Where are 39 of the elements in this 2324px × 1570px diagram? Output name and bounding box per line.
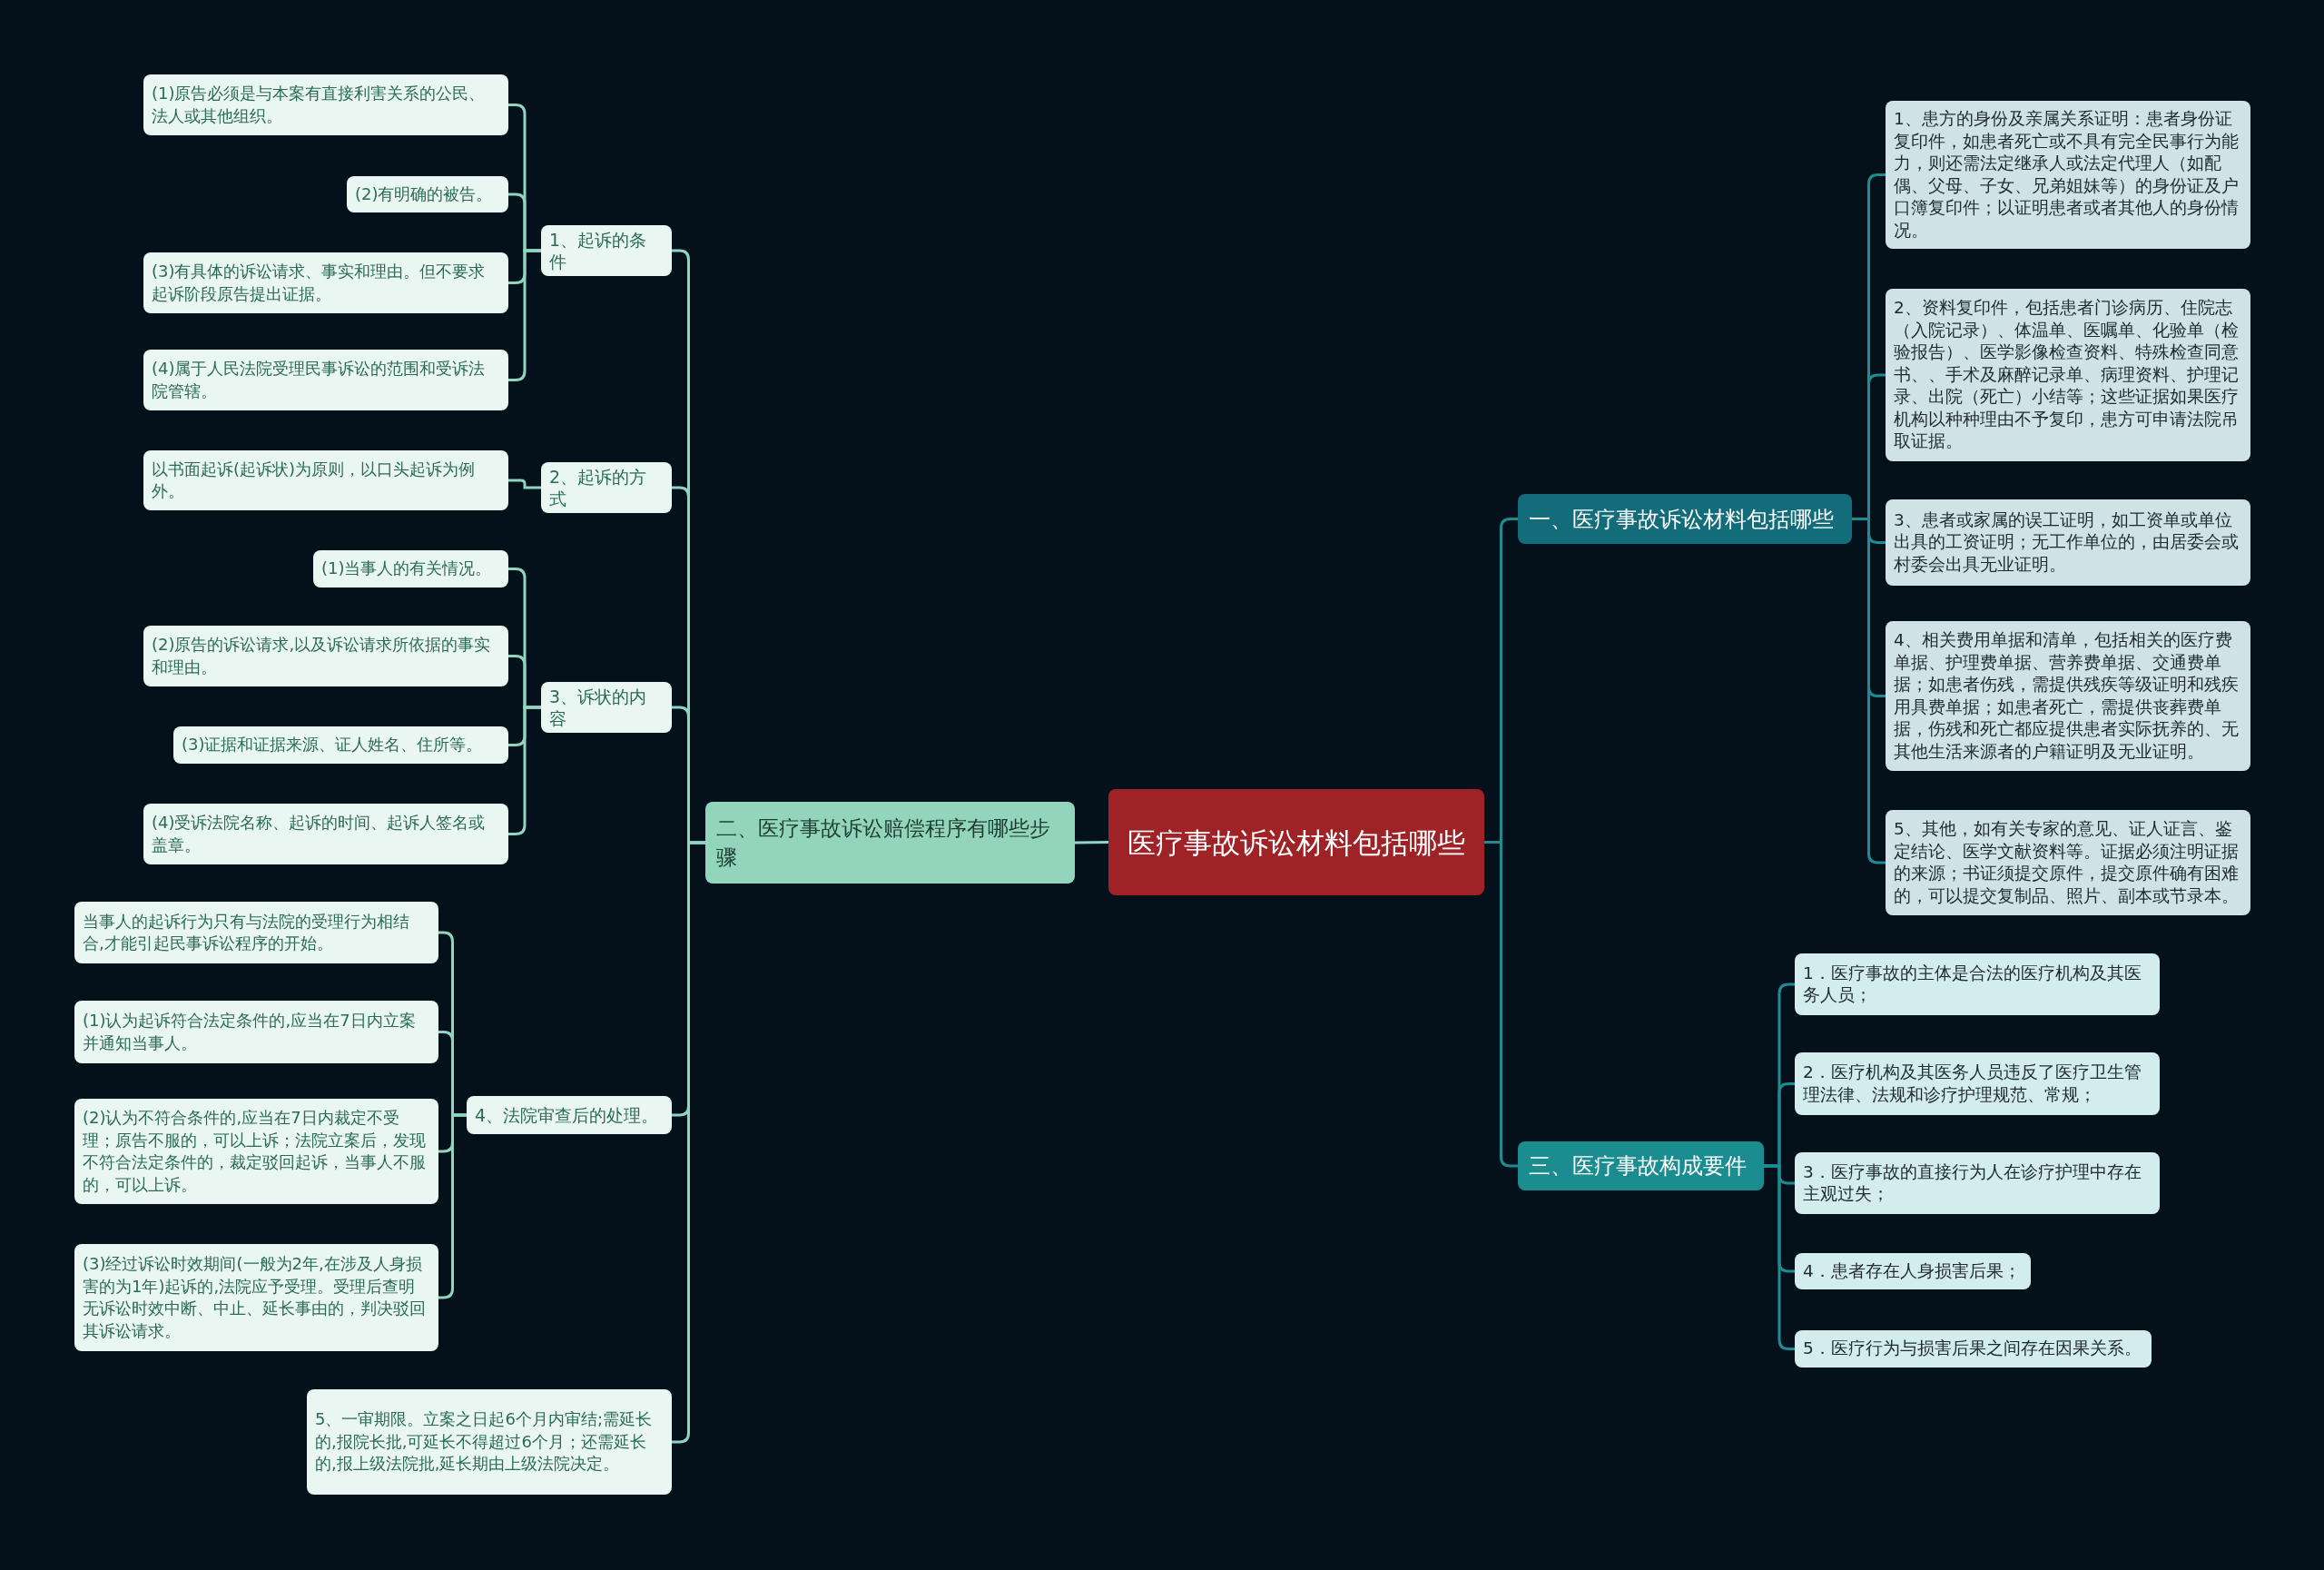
branch-topic: 一、医疗事故诉讼材料包括哪些 bbox=[1518, 494, 1852, 544]
detail-box: 3、患者或家属的误工证明，如工资单或单位出具的工资证明；无工作单位的，由居委会或村委会出具无业证明。 bbox=[1886, 499, 2250, 586]
detail-box: 5、其他，如有关专家的意见、证人证言、鉴定结论、医学文献资料等。证据必须注明证据的来源；书证须提交原件，提交原件确有困难的，可以提交复制品、照片、副本或节录本。 bbox=[1886, 810, 2250, 915]
detail-box: 1．医疗事故的主体是合法的医疗机构及其医务人员； bbox=[1795, 953, 2160, 1015]
detail-box: 3．医疗事故的直接行为人在诊疗护理中存在主观过失； bbox=[1795, 1152, 2160, 1214]
detail-box: (2)有明确的被告。 bbox=[347, 176, 508, 212]
detail-box: 1、患方的身份及亲属关系证明：患者身份证复印件，如患者死亡或不具有完全民事行为能力，则还需法定继承人或法定代理人（如配偶、父母、子女、兄弟姐妹等）的身份证及户口簿复印件；以证明患者或者其他人的身份情况。 bbox=[1886, 101, 2250, 249]
connector-line bbox=[508, 249, 541, 381]
subtopic-box: 3、诉状的内容 bbox=[541, 682, 672, 733]
detail-box: 以书面起诉(起诉状)为原则，以口头起诉为例外。 bbox=[143, 450, 508, 510]
detail-box: (1)当事人的有关情况。 bbox=[313, 550, 508, 588]
detail-box: (1)认为起诉符合法定条件的,应当在7日内立案并通知当事人。 bbox=[74, 1001, 438, 1063]
detail-box: (2)认为不符合条件的,应当在7日内裁定不受理；原告不服的，可以上诉；法院立案后，发现不符合法定条件的，裁定驳回起诉，当事人不服的，可以上诉。 bbox=[74, 1099, 438, 1204]
detail-box: 2．医疗机构及其医务人员违反了医疗卫生管理法律、法规和诊疗护理规范、常规； bbox=[1795, 1052, 2160, 1115]
connector-line bbox=[672, 841, 705, 1444]
detail-box: (3)经过诉讼时效期间(一般为2年,在涉及人身损害的为1年)起诉的,法院应予受理。受理后查明无诉讼时效中断、中止、延长事由的，判决驳回其诉讼请求。 bbox=[74, 1244, 438, 1351]
detail-box: (1)原告必须是与本案有直接利害关系的公民、法人或其他组织。 bbox=[143, 74, 508, 135]
connector-line bbox=[508, 479, 541, 489]
detail-box: (4)受诉法院名称、起诉的时间、起诉人签名或盖章。 bbox=[143, 804, 508, 864]
detail-box: (3)证据和证据来源、证人姓名、住所等。 bbox=[173, 726, 508, 764]
central-topic: 医疗事故诉讼材料包括哪些 bbox=[1108, 789, 1484, 895]
connector-line bbox=[1074, 841, 1109, 844]
detail-box: 4、相关费用单据和清单，包括相关的医疗费单据、护理费单据、营养费单据、交通费单据；如患者伤残，需提供残疾等级证明和残疾用具费单据；如患者死亡，需提供丧葬费单据，伤残和死亡都应提供患者实际抚养的、无其他生活来源者的户籍证明及无业证明。 bbox=[1886, 621, 2250, 771]
connector-line bbox=[508, 706, 541, 835]
connector-line bbox=[1852, 518, 1886, 864]
detail-box: 2、资料复印件，包括患者门诊病历、住院志（入院记录）、体温单、医嘱单、化验单（检验报告）、医学影像检查资料、特殊检查同意书、、手术及麻醉记录单、病理资料、护理记录、出院（死亡）小结等；这些证据如果医疗机构以种种理由不予复印，患方可申请法院吊取证据。 bbox=[1886, 289, 2250, 461]
detail-box: (2)原告的诉讼请求,以及诉讼请求所依据的事实和理由。 bbox=[143, 626, 508, 686]
detail-box: (3)有具体的诉讼请求、事实和理由。但不要求起诉阶段原告提出证据。 bbox=[143, 252, 508, 313]
detail-box: 当事人的起诉行为只有与法院的受理行为相结合,才能引起民事诉讼程序的开始。 bbox=[74, 902, 438, 963]
detail-box: 4．患者存在人身损害后果； bbox=[1795, 1253, 2031, 1289]
subtopic-box: 4、法院审查后的处理。 bbox=[467, 1096, 672, 1134]
subtopic-box: 1、起诉的条件 bbox=[541, 225, 672, 276]
detail-box: (4)属于人民法院受理民事诉讼的范围和受诉法院管辖。 bbox=[143, 350, 508, 410]
detail-box: 5、一审期限。立案之日起6个月内审结;需延长的,报院长批,可延长不得超过6个月；还需延长的,报上级法院批,延长期由上级法院决定。 bbox=[307, 1389, 672, 1495]
branch-topic: 二、医疗事故诉讼赔偿程序有哪些步骤 bbox=[705, 802, 1075, 884]
connector-line bbox=[1484, 841, 1518, 1168]
branch-topic: 三、医疗事故构成要件 bbox=[1518, 1141, 1764, 1190]
subtopic-box: 2、起诉的方式 bbox=[541, 462, 672, 513]
detail-box: 5．医疗行为与损害后果之间存在因果关系。 bbox=[1795, 1330, 2152, 1368]
